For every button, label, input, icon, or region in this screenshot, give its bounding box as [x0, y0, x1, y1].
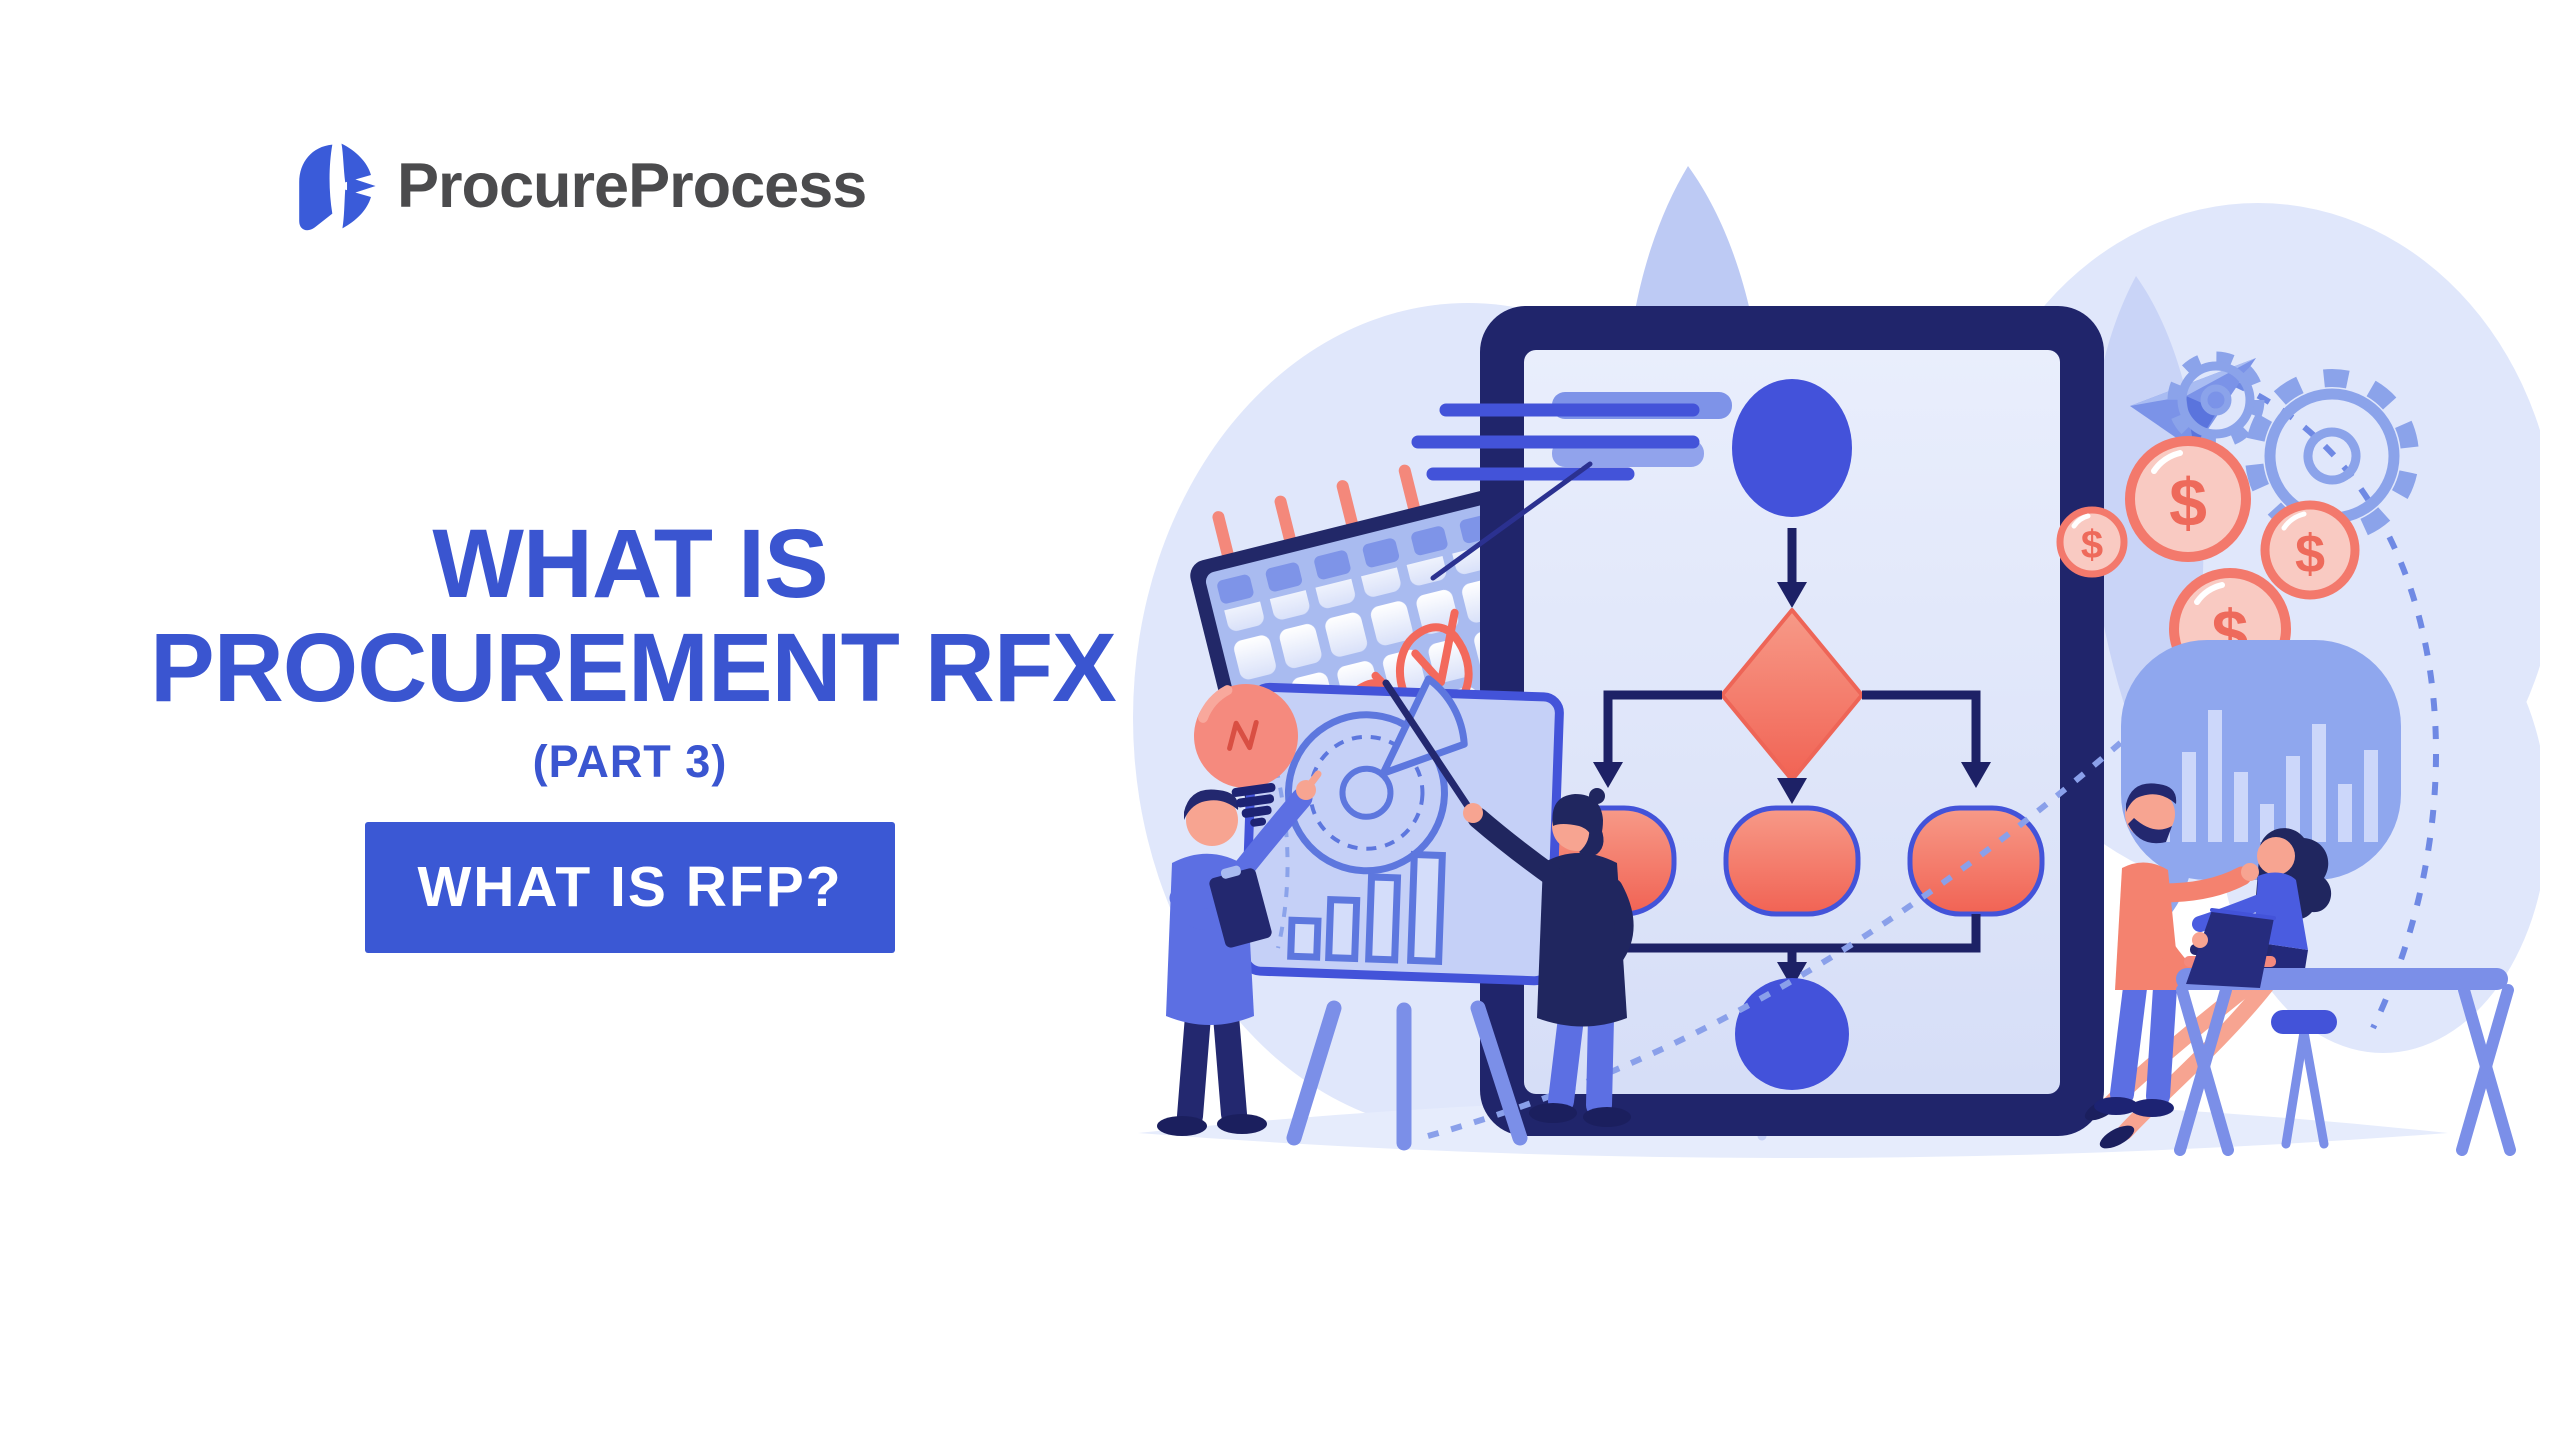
title-line-1: WHAT IS	[432, 509, 828, 618]
title-line-2: PROCUREMENT RFX	[150, 612, 1117, 722]
presenter-with-clipboard	[1157, 770, 1322, 1136]
dashed-arc-right	[2231, 380, 2439, 1030]
flowchart-branch-right	[1862, 690, 1991, 788]
hero-text-block: WHAT IS PROCUREMENT RFX (PART 3) WHAT IS…	[150, 509, 1117, 953]
tablet	[1427, 306, 2142, 1139]
laptop-icon	[2186, 908, 2276, 988]
brand-logo: ProcureProcess	[290, 140, 867, 232]
flowchart-arrow-down-1	[1777, 528, 1807, 608]
brand-name: ProcureProcess	[397, 151, 867, 221]
logo-mark-icon	[299, 143, 376, 231]
stool	[2271, 1010, 2337, 1149]
coin-icon-1: $	[2056, 506, 2128, 578]
speed-lines	[1411, 403, 1700, 581]
gear-icon-small	[2167, 351, 2265, 449]
coin-symbol: $	[2169, 465, 2207, 541]
cta-button[interactable]: WHAT IS RFP?	[365, 821, 895, 953]
part-label: (PART 3)	[532, 735, 728, 787]
clipboard-icon	[1209, 865, 1272, 948]
bubble-bar-chart	[2156, 710, 2378, 842]
flowchart-branch-left	[1593, 690, 1722, 788]
coin-symbol: $	[2081, 523, 2103, 567]
coin-icon-3: $	[2260, 500, 2360, 600]
easel-legs	[1286, 1000, 1528, 1151]
lightbulb-icon	[1194, 684, 1298, 827]
flowchart-start-circle	[1732, 379, 1852, 517]
flowchart-branch-middle	[1777, 778, 1807, 804]
coin-symbol: $	[2295, 524, 2325, 584]
presenter-with-pointer	[1382, 679, 1634, 1127]
page-title: WHAT IS PROCUREMENT RFX	[150, 509, 1117, 722]
flowchart	[1539, 379, 2045, 1090]
dashed-path-through-screen	[1427, 723, 2142, 1139]
illustration: $ $ $ $	[1133, 166, 2540, 1158]
calendar-header-row	[1217, 514, 1497, 604]
discussion-man	[2094, 783, 2259, 1117]
flipchart-bar-chart	[1287, 850, 1446, 966]
flowchart-step-2	[1723, 805, 1861, 917]
pointer-stick	[1382, 679, 1475, 815]
flowchart-end-circle	[1735, 978, 1849, 1090]
dashed-path-left	[1274, 767, 1290, 949]
coin-icon-2: $	[2125, 436, 2251, 562]
